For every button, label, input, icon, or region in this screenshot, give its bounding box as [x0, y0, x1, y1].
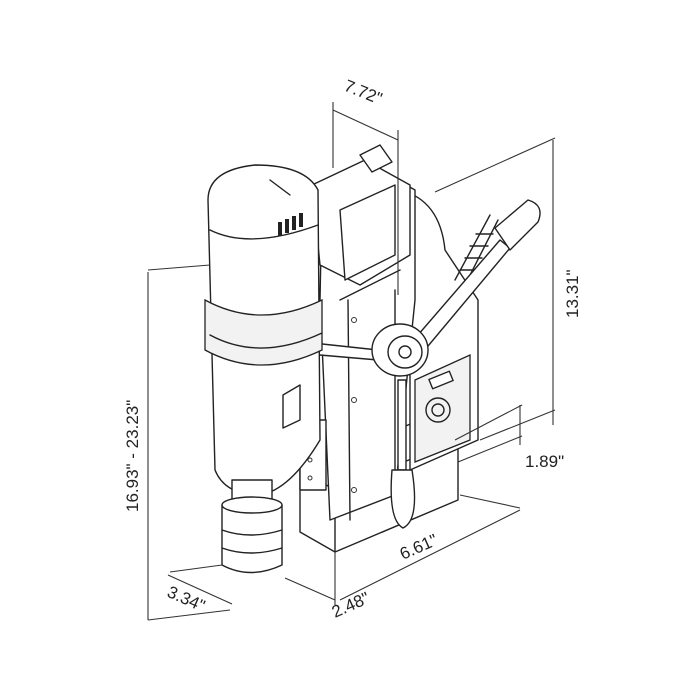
dim-width-top: 7.72": [342, 76, 385, 108]
motor-body: [204, 164, 323, 496]
dim-base-height: 1.89": [525, 452, 564, 471]
dim-column-height: 13.31": [563, 269, 582, 318]
dim-total-height: 16.93" - 23.23": [123, 400, 142, 512]
chuck: [221, 479, 283, 574]
dimension-lines: [147, 102, 556, 621]
vent-slots-icon: [278, 213, 303, 236]
dim-motor-width: 3.34": [164, 582, 207, 615]
dim-base-length: 6.61": [397, 530, 440, 563]
feed-spring: [454, 214, 499, 286]
